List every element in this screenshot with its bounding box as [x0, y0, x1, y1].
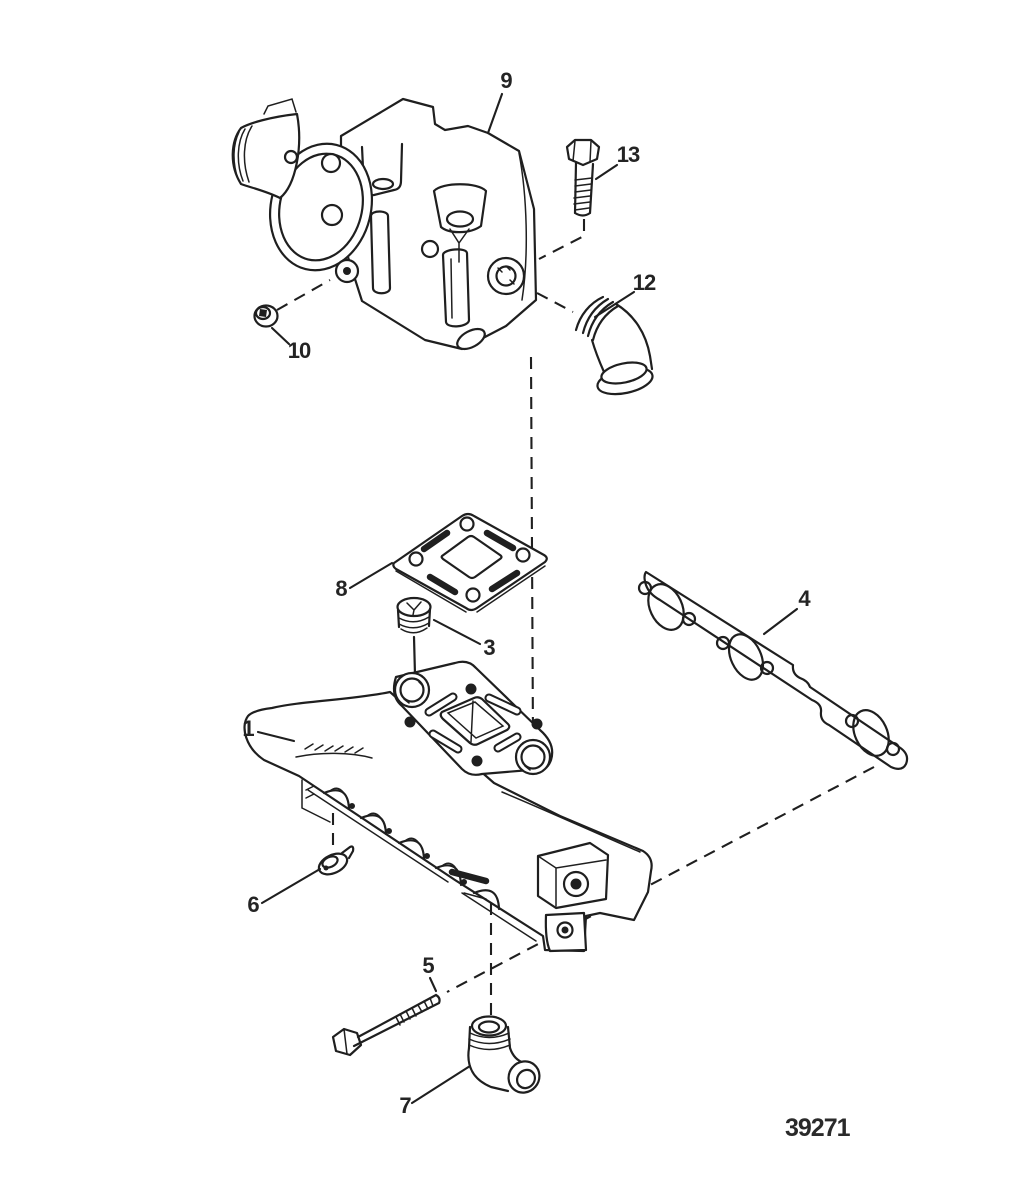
- leader-3: [432, 618, 482, 646]
- leader-9: [486, 92, 504, 135]
- callout-label-9: 9: [500, 68, 512, 93]
- leader-13: [594, 163, 619, 181]
- part-pipe-plug-3: [396, 596, 432, 677]
- part-manifold-gasket-4: [637, 570, 909, 771]
- assembly-line-elbow-12: [536, 292, 574, 313]
- part-exhaust-elbow-housing: [231, 97, 538, 351]
- part-plug-10: [253, 304, 279, 328]
- leader-1: [256, 730, 296, 743]
- part-hose-elbow-12: [574, 295, 654, 396]
- callout-label-4: 4: [798, 586, 811, 611]
- part-exhaust-manifold-1: [243, 660, 653, 953]
- assembly-line-bolt-5-to-gasket-4: [446, 766, 875, 993]
- leader-8: [348, 561, 394, 590]
- leader-4: [762, 607, 799, 636]
- leader-7: [410, 1064, 472, 1105]
- leader-12: [593, 290, 636, 319]
- callout-label-13: 13: [617, 142, 640, 167]
- part-hex-bolt-13: [565, 138, 601, 217]
- callout-label-3: 3: [483, 635, 495, 660]
- leader-5: [428, 976, 438, 993]
- assembly-axis-lines: [276, 219, 875, 1020]
- drawing-number: 39271: [785, 1114, 851, 1142]
- assembly-line-plug-10: [276, 279, 331, 311]
- housing-outlet-snout: [231, 112, 301, 200]
- part-elbow-fitting-7: [467, 1015, 541, 1094]
- callout-label-10: 10: [288, 338, 311, 363]
- callout-labels: 1 3 4 5 6 7 8 9 10 12 13: [242, 68, 812, 1118]
- part-riser-gasket-8: [392, 512, 548, 613]
- callout-label-12: 12: [633, 270, 656, 295]
- callout-label-1: 1: [242, 716, 254, 741]
- leader-6: [260, 867, 322, 905]
- callout-label-7: 7: [399, 1093, 411, 1118]
- assembly-line-housing-to-manifold: [529, 356, 535, 742]
- callout-label-5: 5: [422, 953, 434, 978]
- assembly-line-bolt-13: [538, 219, 586, 260]
- callout-label-6: 6: [247, 892, 259, 917]
- callout-leader-lines: [256, 92, 799, 1105]
- part-hex-bolt-5: [331, 993, 441, 1057]
- callout-label-8: 8: [335, 576, 347, 601]
- leader-10: [270, 326, 291, 346]
